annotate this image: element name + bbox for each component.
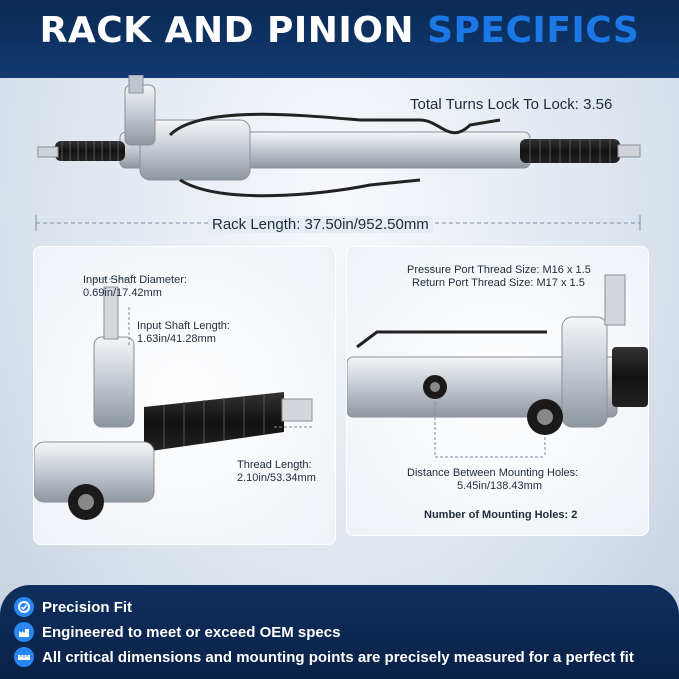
feature-text: Engineered to meet or exceed OEM specs <box>42 623 341 641</box>
input-shaft-panel: Input Shaft Diameter: 0.69in/17.42mm Inp… <box>33 246 336 545</box>
return-port-label: Return Port Thread Size: M17 x 1.5 <box>412 277 585 289</box>
left-boot <box>55 141 125 161</box>
feature-precision-fit: Precision Fit <box>14 596 132 618</box>
mounting-panel: Pressure Port Thread Size: M16 x 1.5 Ret… <box>346 246 649 536</box>
shaft-diameter-label: Input Shaft Diameter: <box>83 274 187 286</box>
thread-length-value: 2.10in/53.34mm <box>237 472 316 484</box>
shaft-diameter-value: 0.69in/17.42mm <box>83 287 162 299</box>
distance-value: 5.45in/138.43mm <box>457 480 542 492</box>
feature-dimensions: All critical dimensions and mounting poi… <box>14 646 634 668</box>
left-panel-illustration <box>34 278 314 520</box>
right-boot <box>520 139 620 163</box>
shaft-length-label: Input Shaft Length: <box>137 320 230 332</box>
title-part-2: SPECIFICS <box>427 10 640 51</box>
shaft-length-value: 1.63in/41.28mm <box>137 333 216 345</box>
left-panel-boot <box>144 392 284 452</box>
rack-illustration <box>35 75 641 231</box>
pressure-port-label: Pressure Port Thread Size: M16 x 1.5 <box>407 264 591 276</box>
title-part-1: RACK AND PINION <box>39 10 415 51</box>
title-band <box>0 0 679 78</box>
ruler-icon <box>14 647 34 667</box>
page-title: RACK AND PINION SPECIFICS <box>0 10 679 51</box>
thread-length-label: Thread Length: <box>237 459 312 471</box>
turns-label: Total Turns Lock To Lock: 3.56 <box>410 96 613 113</box>
feature-oem-specs: Engineered to meet or exceed OEM specs <box>14 621 340 643</box>
gear-check-icon <box>14 597 34 617</box>
mounting-holes-label: Number of Mounting Holes: 2 <box>424 509 578 521</box>
feature-text: Precision Fit <box>42 598 133 616</box>
distance-label: Distance Between Mounting Holes: <box>407 467 579 479</box>
factory-icon <box>14 622 34 642</box>
feature-text: All critical dimensions and mounting poi… <box>42 648 634 666</box>
features-band <box>0 585 679 679</box>
rack-length-label: Rack Length: 37.50in/952.50mm <box>208 216 433 233</box>
right-panel-illustration <box>347 274 648 458</box>
